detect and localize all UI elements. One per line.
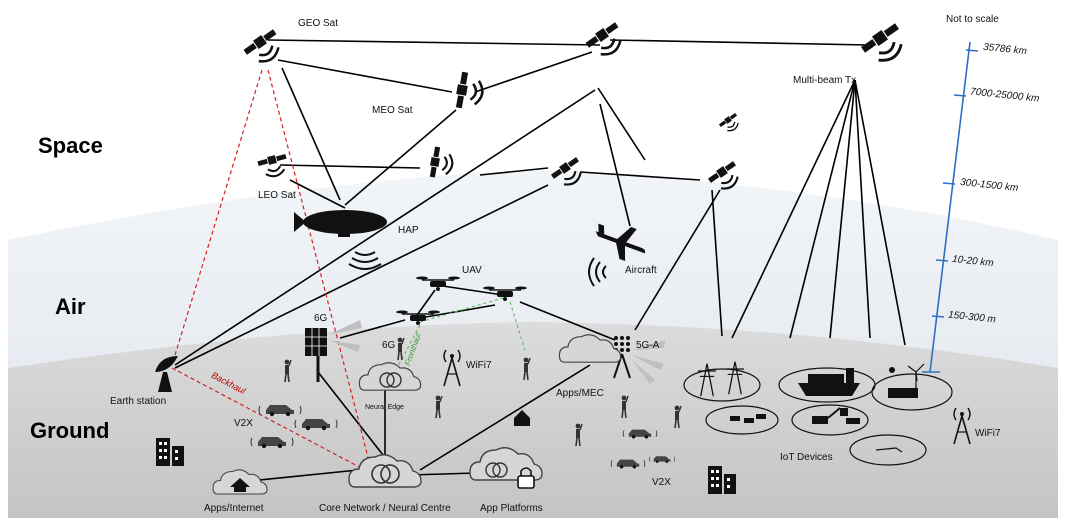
altitude-scale <box>922 41 979 373</box>
lock-icon <box>517 467 535 489</box>
label-app-platforms: App Platforms <box>480 503 543 514</box>
label-wifi7-right: WiFi7 <box>975 428 1001 439</box>
leo-satellite-icon <box>256 151 292 181</box>
leo-satellite-icon <box>717 111 744 136</box>
geo-satellite-icon <box>241 26 288 71</box>
hap-airship-icon <box>294 210 387 270</box>
drone-sensor-icon <box>875 447 903 453</box>
brain-icon <box>379 372 402 388</box>
label-earth-station: Earth station <box>110 396 167 407</box>
geo-satellite-icon <box>583 19 630 64</box>
label-iot-devices: IoT Devices <box>780 452 833 463</box>
solar-wind-farm-icon <box>888 363 925 398</box>
6g-solar-tower-icon <box>305 320 362 382</box>
label-v2x-right: V2X <box>652 477 671 488</box>
label-apps-mec: Apps/MEC <box>556 388 604 399</box>
brain-icon <box>371 464 400 484</box>
label-meo-sat: MEO Sat <box>372 105 413 116</box>
fronthaul-links <box>394 297 526 373</box>
ground-band <box>8 322 1058 518</box>
label-apps-internet: Apps/Internet <box>204 503 264 514</box>
label-uav: UAV <box>462 265 482 276</box>
label-hap: HAP <box>398 225 419 236</box>
label-leo-sat: LEO Sat <box>258 190 296 201</box>
aircraft-icon <box>595 223 646 262</box>
label-6g-left: 6G <box>314 313 328 324</box>
label-5g-a: 5G-A <box>636 340 660 351</box>
label-geo-sat: GEO Sat <box>298 18 339 29</box>
brain-icon <box>485 462 508 478</box>
earth-station-dish-icon <box>155 356 178 392</box>
label-multi-beam: Multi-beam Tx <box>793 75 857 86</box>
backhaul-links <box>171 69 371 471</box>
zone-label-air: Air <box>55 294 86 319</box>
meo-satellite-icon <box>452 70 487 113</box>
label-neural-edge: Neural Edge <box>365 404 404 411</box>
zone-label-space: Space <box>38 133 103 158</box>
scale-title: Not to scale <box>946 14 999 25</box>
label-aircraft: Aircraft <box>625 265 657 276</box>
sensor-cluster-icon <box>730 414 766 423</box>
cargo-ship-icon <box>798 368 860 396</box>
home-icon <box>514 410 530 426</box>
construction-machinery-icon <box>812 407 860 424</box>
5g-advanced-tower-icon <box>613 336 665 384</box>
upload-icon <box>230 478 250 492</box>
multibeam-satellite-icon <box>858 19 912 71</box>
label-wifi7-center: WiFi7 <box>466 360 492 371</box>
network-links <box>174 39 906 484</box>
label-v2x-left: V2X <box>234 418 253 429</box>
label-6g-right: 6G <box>382 340 396 351</box>
label-core-network: Core Network / Neural Centre <box>319 503 451 514</box>
iot-device-groups <box>683 367 953 466</box>
aircraft-signal-icon <box>588 257 607 287</box>
zone-label-ground: Ground <box>30 418 110 443</box>
